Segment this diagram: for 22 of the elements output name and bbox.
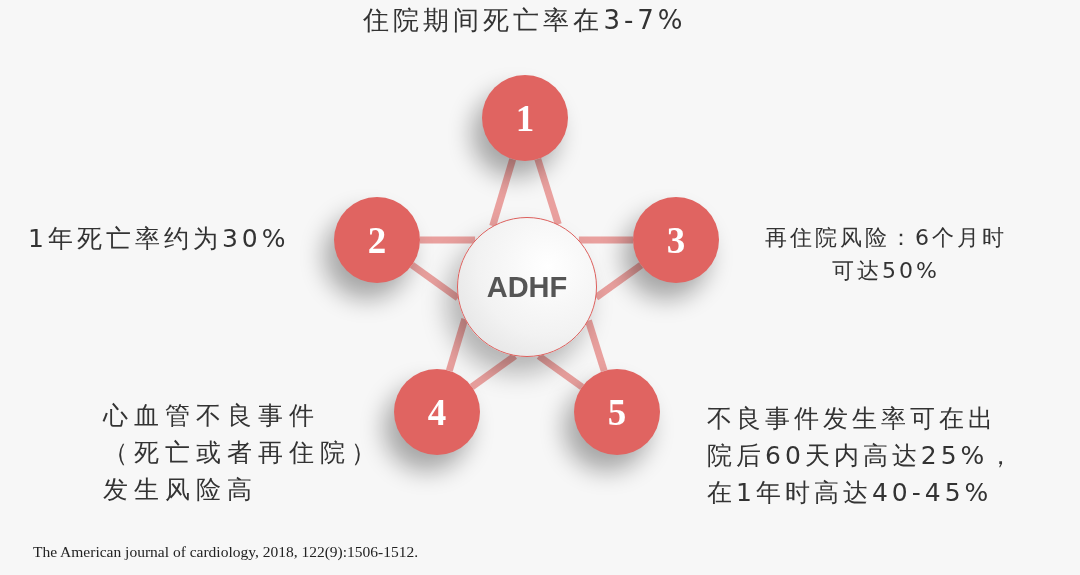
connector-line [420,236,476,244]
connector-line [445,318,469,372]
number-label: 3 [666,221,686,259]
connector-line [534,157,562,226]
connector-line [536,353,585,390]
connector-line [489,158,517,227]
hub-circle: ADHF [457,217,597,357]
annotation-text: 1年死亡率约为30% [28,223,291,255]
annotation-text: 住院期间死亡率在3-7% [362,4,688,37]
connector-line [409,262,460,301]
connector-line [585,319,608,373]
annotation-text: 心血管不良事件（死亡或者再住院）发生风险高 [103,400,383,506]
number-label: 5 [607,393,627,431]
annotation-text: 再住院风险：6个月时可达50% [764,224,1008,285]
connector-line [594,262,644,301]
connector-line [578,236,633,244]
citation-text: The American journal of cardiology, 2018, 122(9):1506-1512. [33,543,419,561]
connector-line [469,353,517,390]
number-label: 2 [367,221,387,259]
annotation-text: 不良事件发生率可在出院后60天内高达25%，在1年时高达40-45% [707,403,1019,509]
number-label: 4 [427,393,447,431]
number-label: 1 [515,99,535,137]
